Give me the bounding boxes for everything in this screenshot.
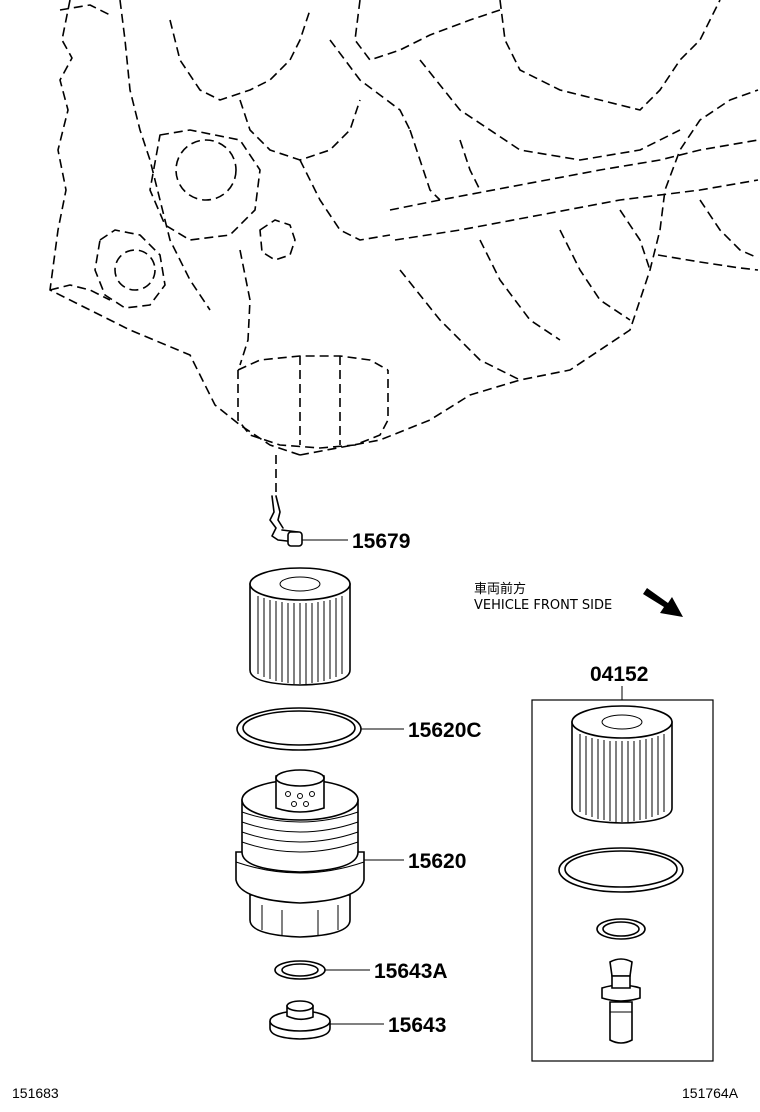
direction-note-english: VEHICLE FRONT SIDE — [474, 598, 612, 613]
part-label-15620C: 15620C — [408, 719, 482, 742]
diagram-code-left: 151683 — [12, 1085, 59, 1101]
front-direction-arrow-icon — [643, 588, 683, 617]
element-kit-box — [531, 699, 714, 1062]
diagram-code-right: 151764A — [682, 1085, 739, 1101]
engine-block-outline — [49, 0, 759, 456]
kit-filter-element — [571, 705, 673, 824]
kit-o-ring-small — [596, 918, 646, 940]
o-ring-large-part — [236, 707, 404, 751]
part-label-15643A: 15643A — [374, 960, 448, 983]
kit-label-04152: 04152 — [590, 663, 648, 686]
kit-o-ring-large — [558, 847, 684, 893]
oil-filter-element — [249, 567, 351, 686]
gasket-part — [274, 960, 370, 980]
part-label-15620: 15620 — [408, 850, 466, 873]
part-label-15679: 15679 — [352, 530, 410, 553]
drain-plug-part — [269, 1000, 384, 1040]
part-label-15643: 15643 — [388, 1014, 446, 1037]
oil-strainer-tool-part — [269, 495, 348, 547]
oil-filter-cap-part — [235, 769, 404, 938]
kit-drain-pipe — [601, 958, 641, 1044]
direction-note-japanese: 車両前方 — [474, 581, 526, 597]
